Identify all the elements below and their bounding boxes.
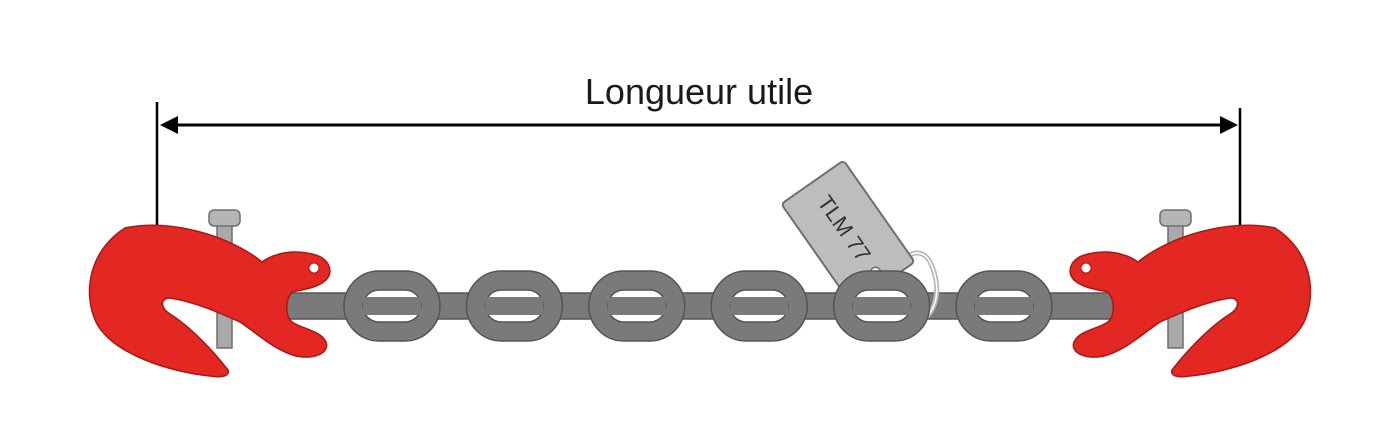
right-hook-pin-head xyxy=(1159,209,1192,227)
chain-link-open xyxy=(832,270,931,342)
chain-link-open xyxy=(343,270,441,342)
left-hook-eye xyxy=(308,262,320,274)
left-hook-pin-head xyxy=(208,209,241,227)
chain-link-open xyxy=(465,270,564,342)
chain-link-open xyxy=(710,270,808,342)
right-hook-eye xyxy=(1080,262,1092,274)
right-grab-hook xyxy=(1069,209,1312,378)
dimension-annotation: Longueur utile xyxy=(155,71,1242,310)
left-arrow-head xyxy=(160,116,178,134)
chain-link-open xyxy=(588,270,686,342)
chain-link-open xyxy=(955,270,1053,342)
dimension-label: Longueur utile xyxy=(585,71,813,112)
right-arrow-head xyxy=(1220,116,1238,134)
chain-open-links xyxy=(343,270,1053,342)
left-grab-hook xyxy=(88,209,331,378)
left-hook-body xyxy=(88,224,331,378)
right-hook-body xyxy=(1069,224,1312,378)
